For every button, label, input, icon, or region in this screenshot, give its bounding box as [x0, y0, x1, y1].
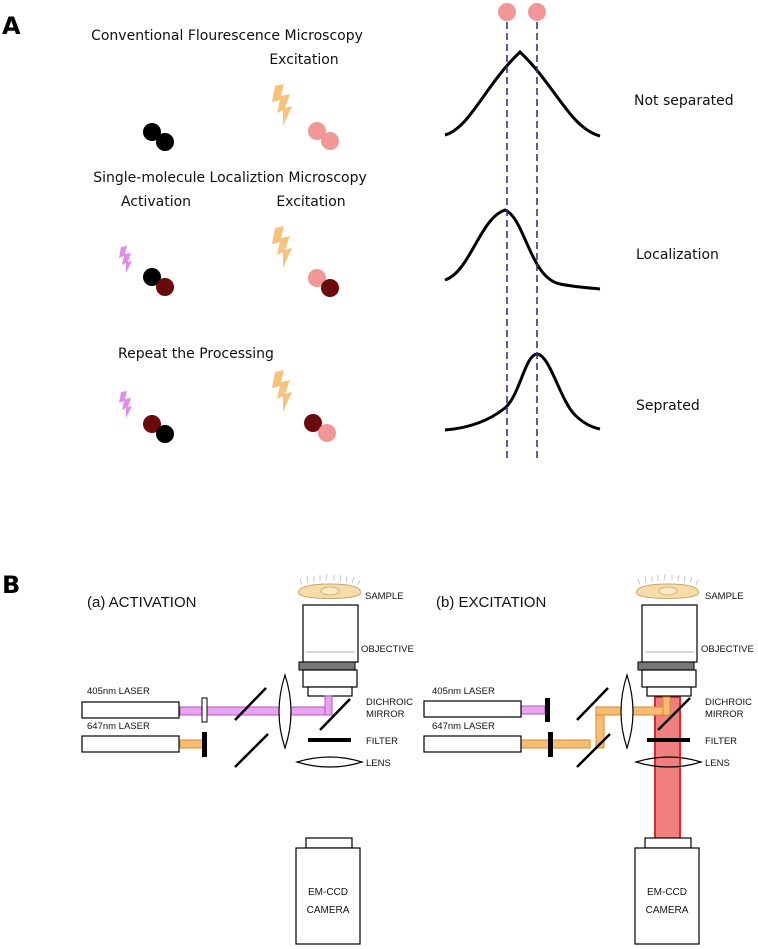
row2-title: Single-molecule Localiztion Microscopy [93, 170, 367, 186]
excitation-red-beam [654, 696, 681, 842]
row2-activation-bolt-icon [119, 246, 132, 273]
activation-camera-label-2: CAMERA [307, 905, 350, 916]
excitation-filter-label: FILTER [705, 736, 737, 747]
activation-filter-label: FILTER [366, 736, 398, 747]
activation-dichroic-mirror [319, 698, 351, 731]
activation-dichroic-label-2: MIRROR [366, 709, 405, 720]
activation-orange-beam [179, 739, 205, 749]
row2-excitation-label: Excitation [276, 194, 345, 210]
activation-dichroic-label-1: DICHROIC [366, 697, 413, 708]
row3-separated-curve [444, 352, 601, 432]
excitation-shutter-open [548, 732, 553, 757]
row3-molecule-pair-right [304, 414, 336, 442]
excitation-laser-647-label: 647nm LASER [432, 721, 495, 732]
activation-vertical-lens [278, 673, 292, 750]
excitation-shutter-closed [545, 698, 550, 722]
row2-result-label: Localization [636, 247, 719, 263]
excitation-horizontal-lens [633, 756, 704, 768]
activation-violet-beam [179, 695, 333, 716]
excitation-dichroic-mirror [657, 697, 691, 731]
row1-title: Conventional Flourescence Microscopy [91, 28, 363, 44]
row2-localization-curve [444, 208, 601, 291]
activation-lens-label: LENS [366, 758, 391, 769]
excitation-vertical-lens [620, 673, 634, 750]
activation-setup: (a) ACTIVATION SAMPLE OBJECTIVE 405nm LA… [81, 573, 414, 945]
excitation-camera [634, 847, 700, 945]
row1-result-label: Not separated [634, 93, 734, 109]
activation-camera-label-1: EM-CCD [308, 887, 348, 898]
excitation-violet-beam [520, 705, 546, 715]
activation-shutter-open [201, 697, 208, 723]
activation-objective-label: OBJECTIVE [361, 644, 414, 655]
activation-camera-top [305, 837, 353, 849]
row2-molecule-pair-right [308, 269, 339, 297]
excitation-camera-label-2: CAMERA [646, 905, 689, 916]
activation-objective [298, 604, 359, 697]
activation-horizontal-lens [294, 756, 365, 768]
excitation-dichroic-label-1: DICHROIC [705, 697, 752, 708]
activation-shutter-closed [202, 732, 207, 757]
row2-activation-label: Activation [121, 194, 191, 210]
excitation-sample-icon [636, 573, 699, 599]
excitation-dichroic-label-2: MIRROR [705, 709, 744, 720]
excitation-mirror-1 [576, 687, 609, 721]
excitation-heading: (b) EXCITATION [436, 594, 546, 611]
row3-result-label: Seprated [636, 398, 700, 414]
row1-gaussian-curve [444, 49, 601, 138]
excitation-lens-label: LENS [705, 758, 730, 769]
panel-a-letter: A [2, 12, 21, 40]
activation-mirror-2 [234, 733, 269, 768]
activation-sample-label: SAMPLE [365, 591, 404, 602]
excitation-laser-405 [423, 700, 522, 718]
row3-title: Repeat the Processing [118, 346, 274, 362]
row3-molecule-pair-left [143, 415, 174, 443]
excitation-laser-405-label: 405nm LASER [432, 686, 495, 697]
row3-activation-bolt-icon [119, 391, 132, 418]
row1-black-molecule-pair [143, 123, 174, 151]
excitation-sample-label: SAMPLE [705, 591, 744, 602]
row3-excitation-bolt-icon [272, 370, 292, 412]
activation-camera [295, 847, 361, 945]
activation-laser-405-label: 405nm LASER [87, 686, 150, 697]
row1-excitation-bolt-icon [272, 84, 292, 126]
excitation-camera-label-1: EM-CCD [647, 887, 687, 898]
activation-heading: (a) ACTIVATION [87, 594, 196, 611]
excitation-laser-647 [423, 735, 522, 753]
row2-molecule-pair-left [143, 268, 174, 296]
row2-excitation-bolt-icon [272, 226, 292, 268]
row1-excitation-label: Excitation [269, 52, 338, 68]
activation-laser-405 [81, 701, 180, 719]
activation-filter [308, 738, 351, 742]
excitation-objective-label: OBJECTIVE [701, 644, 754, 655]
excitation-mirror-2 [576, 733, 611, 768]
panel-b-letter: B [2, 571, 20, 599]
top-dot-left [498, 3, 516, 21]
row1-pink-molecule-pair [308, 122, 339, 150]
top-dot-right [528, 3, 546, 21]
activation-laser-647 [81, 735, 180, 753]
excitation-objective [637, 604, 698, 697]
activation-mirror-1 [234, 687, 267, 721]
excitation-setup: (b) EXCITATION SAMPLE OBJECTIVE [423, 573, 754, 945]
activation-sample-icon [298, 573, 361, 599]
activation-laser-647-label: 647nm LASER [87, 721, 150, 732]
excitation-camera-top [644, 837, 692, 849]
excitation-filter [647, 738, 690, 742]
